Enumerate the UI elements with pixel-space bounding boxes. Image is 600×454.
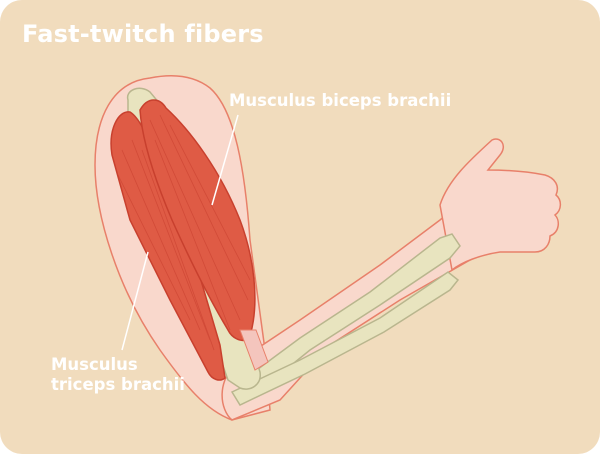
hand	[439, 138, 562, 272]
diagram-title: Fast-twitch fibers	[22, 20, 264, 48]
biceps-fibers	[149, 114, 251, 331]
triceps-label-line1: Musculus	[51, 355, 138, 374]
biceps-leader-line	[211, 114, 239, 206]
biceps-tendon	[239, 329, 269, 371]
triceps-fibers	[117, 139, 215, 351]
radius-bone	[244, 233, 461, 394]
triceps-label: Musculus triceps brachii	[51, 355, 185, 395]
triceps-label-line2: triceps brachii	[51, 375, 185, 394]
biceps-label: Musculus biceps brachii	[229, 91, 452, 110]
triceps-leader-line	[121, 251, 149, 351]
ulna-bone	[230, 271, 460, 406]
